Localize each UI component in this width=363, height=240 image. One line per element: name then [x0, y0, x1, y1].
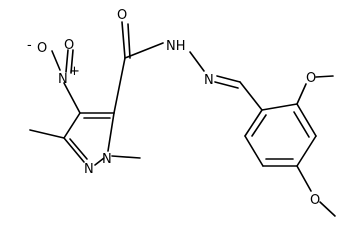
structure-diagram: O - N + O O NH N N N O O [27, 8, 336, 217]
methoxy-oxygen-bottom-label: O [310, 193, 320, 208]
bond-nh-n [189, 51, 205, 72]
bond-ar2-ar3-a [296, 103, 317, 137]
hydrazone-nitrogen-label: N [204, 73, 214, 88]
nitro-oxygen-minus-label: O [37, 41, 47, 56]
bond-n-ch-b [214, 81, 239, 89]
bond-ar4-o [296, 165, 312, 192]
bond-ar3-ar4 [296, 135, 317, 167]
bond-n2-n1 [94, 157, 105, 166]
bond-c4-c3 [63, 112, 81, 139]
bond-c3-n2-b [69, 138, 88, 160]
ring-nitrogen-1-label: N [102, 152, 112, 167]
bond-n1-methyl [111, 155, 141, 159]
bond-nitro-o1 [51, 50, 61, 71]
nitro-charge-plus-label: + [69, 64, 80, 79]
nitro-nitrogen-label: N [58, 72, 68, 87]
bond-c5-carbonyl [113, 57, 126, 114]
nitro-oxygen-label: O [64, 38, 74, 53]
bond-n-ch-a [216, 75, 241, 83]
bond-ar5-ar6 [244, 135, 264, 167]
ring-nitrogen-2-label: N [84, 162, 94, 177]
bond-o-methyl-bottom [319, 201, 336, 217]
bond-o-methyl-top [315, 75, 334, 78]
bond-c3-methyl [29, 129, 65, 139]
bond-nitro-o2b [70, 49, 74, 74]
bond-carbonyl-nh [124, 42, 164, 59]
bonds [29, 21, 336, 217]
bond-ar2-o [296, 83, 307, 105]
nitro-charge-minus-label: - [27, 38, 32, 53]
carbonyl-oxygen-label: O [117, 8, 127, 23]
bond-co-b [127, 23, 131, 59]
bond-ch-ring [239, 81, 263, 111]
bond-co-a [121, 21, 126, 59]
atom-labels: O - N + O O NH N N N O O [27, 8, 320, 208]
bond-ar1-ar2 [261, 103, 298, 111]
bond-ar6-ar1-b [251, 114, 267, 137]
bond-ar6-ar1-a [244, 109, 263, 137]
bond-nitro-c4 [63, 82, 81, 114]
bond-n1-c5 [107, 112, 115, 152]
molecule-svg: O - N + O O NH N N N O O [27, 8, 336, 217]
bond-c3-n2-a [63, 137, 85, 163]
bond-ar2-ar3-b [293, 111, 310, 138]
methoxy-oxygen-top-label: O [306, 71, 316, 86]
bond-nitro-o2a [65, 49, 69, 73]
hydrazide-nh-label: NH [166, 39, 186, 54]
